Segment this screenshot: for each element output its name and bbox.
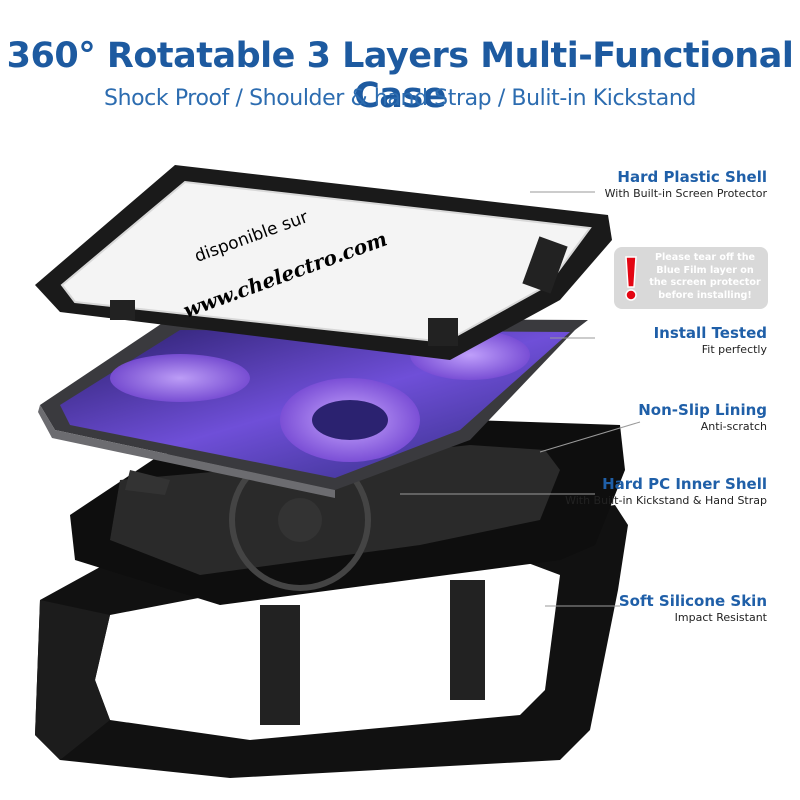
callout-hard-pc-inner-shell: Hard PC Inner Shell With Built-in Kickst… (565, 475, 767, 507)
callout-hard-plastic-shell: Hard Plastic Shell With Built-in Screen … (605, 168, 767, 200)
tablet-install-tested (38, 318, 588, 498)
callout-title: Hard PC Inner Shell (602, 475, 767, 493)
callout-soft-silicone-skin: Soft Silicone Skin Impact Resistant (619, 592, 767, 624)
warning-box: Please tear off the Blue Film layer on t… (614, 247, 768, 309)
callout-subtitle: With Built-in Kickstand & Hand Strap (565, 494, 767, 507)
callout-non-slip-lining: Non-Slip Lining Anti-scratch (638, 401, 767, 433)
hard-plastic-shell (35, 165, 612, 360)
callout-title: Install Tested (653, 324, 767, 342)
warning-text: Please tear off the Blue Film layer on t… (649, 252, 761, 301)
callout-subtitle: Fit perfectly (701, 343, 767, 356)
callout-subtitle: With Built-in Screen Protector (604, 187, 767, 200)
callout-subtitle: Impact Resistant (674, 611, 767, 624)
page-subtitle: Shock Proof / Shoulder & hand Strap / Bu… (104, 86, 696, 111)
callout-subtitle: Anti-scratch (700, 420, 767, 433)
callout-title: Soft Silicone Skin (618, 592, 767, 610)
page-title: 360° Rotatable 3 Layers Multi-Functional… (6, 36, 794, 116)
exclamation-icon (625, 256, 637, 301)
callout-title: Non-Slip Lining (638, 401, 767, 419)
callout-leader-lines (400, 191, 641, 607)
callout-install-tested: Install Tested Fit perfectly (654, 324, 767, 356)
callout-title: Hard Plastic Shell (617, 168, 767, 186)
